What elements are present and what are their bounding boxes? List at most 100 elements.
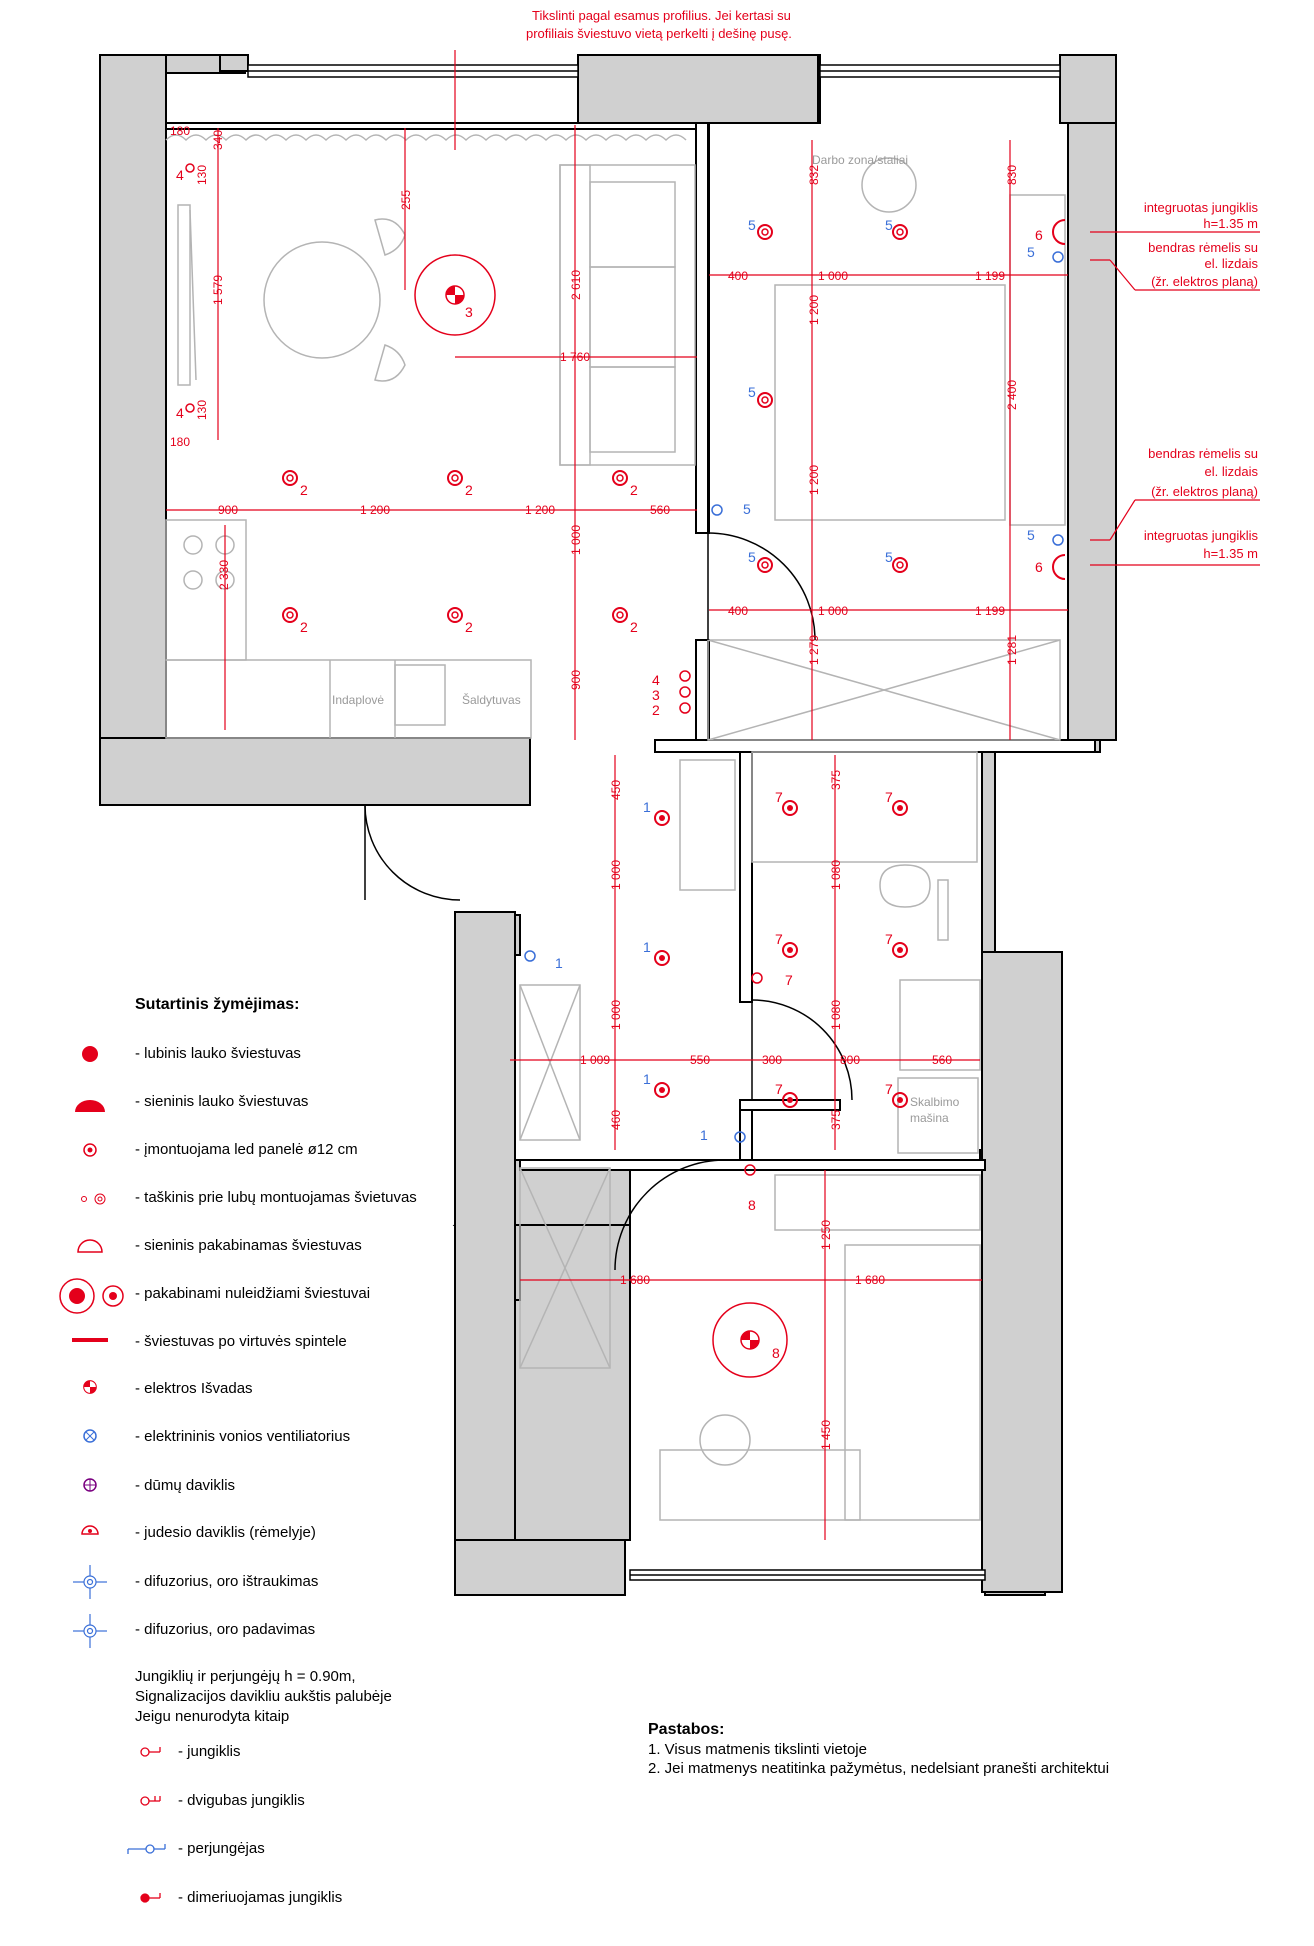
led-panel-icon — [83, 1143, 97, 1157]
note-line: el. lizdais — [1205, 256, 1259, 271]
fixture-number: 3 — [652, 687, 660, 703]
dim-label: 1 200 — [807, 295, 821, 325]
legend-item: - judesio daviklis (rėmelyje) — [135, 1524, 316, 1541]
double-switch-icon — [140, 1796, 161, 1806]
fixture-number: 1 — [700, 1127, 708, 1143]
legend-item: - lubinis lauko šviestuvas — [135, 1045, 301, 1062]
legend-item: - elektros Išvadas — [135, 1380, 253, 1397]
room-label: Darbo zona/staliai — [812, 153, 908, 167]
dim-label: 1 579 — [211, 275, 225, 305]
fixture-number: 2 — [652, 702, 660, 718]
fixture-number: 3 — [465, 304, 473, 320]
dim-label: 180 — [170, 124, 190, 138]
dim-label: 900 — [569, 670, 583, 690]
dim-label: 375 — [829, 1110, 843, 1130]
dim-label: 1 250 — [819, 1220, 833, 1250]
windows — [247, 64, 1061, 1581]
dim-label: 1 000 — [609, 860, 623, 890]
room-label: Skalbimo — [910, 1095, 960, 1109]
dim-label: 375 — [829, 770, 843, 790]
legend-item: - sieninis lauko šviestuvas — [135, 1093, 309, 1110]
fixture-number: 2 — [630, 619, 638, 635]
dim-label: 1 200 — [807, 465, 821, 495]
note-line: integruotas jungiklis — [1144, 200, 1259, 215]
changeover-switch-icon — [127, 1844, 166, 1854]
dim-label: 1 000 — [609, 1000, 623, 1030]
dim-label: 2 330 — [217, 560, 231, 590]
switch-icon — [140, 1747, 161, 1757]
switch-legend-item: - jungiklis — [178, 1743, 241, 1760]
fixture-numbers: 2 2 2 2 2 2 3 4 4 6 6 7 7 7 7 7 7 7 8 8 … — [176, 167, 1043, 1361]
dimmer-switch-icon — [140, 1893, 161, 1903]
fixture-number: 2 — [630, 482, 638, 498]
fixture-number: 7 — [775, 1081, 783, 1097]
switches — [524, 251, 1064, 1176]
switch-legend-item: - dvigubas jungiklis — [178, 1792, 305, 1809]
dim-label: 1 000 — [569, 525, 583, 555]
note-line: bendras rėmelis su — [1148, 446, 1258, 461]
fixture-number: 7 — [775, 931, 783, 947]
dim-label: 1 000 — [818, 604, 848, 618]
fixture-number: 2 — [465, 619, 473, 635]
dim-label: 1 760 — [560, 350, 590, 364]
fixture-number: 5 — [1027, 244, 1035, 260]
fixture-number: 5 — [885, 549, 893, 565]
room-label: Indaplovė — [332, 693, 384, 707]
fixture-number: 1 — [643, 799, 651, 815]
dim-label: 180 — [170, 435, 190, 449]
top-note: Tikslinti pagal esamus profilius. Jei ke… — [526, 8, 792, 41]
dining-table — [263, 241, 381, 359]
dim-label: 800 — [840, 1053, 860, 1067]
fixture-number: 1 — [643, 939, 651, 955]
legend-item: - difuzorius, oro padavimas — [135, 1621, 316, 1638]
fixture-number: 4 — [652, 672, 660, 688]
legend-item: - įmontuojama led panelė ø12 cm — [135, 1141, 358, 1158]
dim-label: 1 200 — [525, 503, 555, 517]
legend-item: - difuzorius, oro ištraukimas — [135, 1573, 319, 1590]
note-line: el. lizdais — [1205, 464, 1259, 479]
legend-item: - taškinis prie lubų montuojamas švietuv… — [135, 1189, 417, 1206]
dim-label: 900 — [218, 503, 238, 517]
legend-item: - dūmų daviklis — [135, 1477, 236, 1494]
fixture-number: 2 — [465, 482, 473, 498]
legend-item: - elektrininis vonios ventiliatorius — [135, 1428, 351, 1445]
dim-label: 1 200 — [360, 503, 390, 517]
fixture-number: 2 — [300, 619, 308, 635]
fixture-number: 5 — [748, 549, 756, 565]
dimension-labels: 900 1 200 1 200 560 1 760 2 610 1 579 25… — [170, 124, 1019, 1450]
fixture-number: 2 — [300, 482, 308, 498]
wall-outdoor-light-icon — [75, 1100, 105, 1112]
spot-light-icon — [81, 1193, 106, 1205]
partitions — [165, 122, 1096, 1171]
dim-label: 255 — [399, 190, 413, 210]
note-line: (žr. elektros planą) — [1151, 484, 1258, 499]
switch-legend-item: - perjungėjas — [178, 1840, 265, 1857]
dim-label: 1 199 — [975, 604, 1005, 618]
fixture-number: 4 — [176, 405, 184, 421]
dim-label: 1 199 — [975, 269, 1005, 283]
dim-label: 460 — [609, 1110, 623, 1130]
top-note-line: profiliais šviestuvo vietą perkelti į de… — [526, 26, 792, 41]
remark-item: 1. Visus matmenis tikslinti vietoje — [648, 1741, 867, 1758]
dim-label: 340 — [211, 130, 225, 150]
switch-legend-item: - dimeriuojamas jungiklis — [178, 1889, 343, 1906]
note-line: h=1.35 m — [1203, 216, 1258, 231]
legend-title: Sutartinis žymėjimas: — [135, 996, 300, 1013]
dim-label: 400 — [728, 269, 748, 283]
bath-fan-icon — [83, 1429, 97, 1443]
fixture-numbers-blue: 5 5 5 5 5 5 5 5 1 1 1 1 1 — [555, 217, 1035, 1143]
fixture-number: 4 — [176, 167, 184, 183]
dimension-lines — [166, 50, 1260, 1540]
dim-label: 130 — [195, 165, 209, 185]
room-labels: Darbo zona/staliai Indaplovė Šaldytuvas … — [332, 153, 960, 1125]
note-line: bendras rėmelis su — [1148, 240, 1258, 255]
wall-pendant-light-icon — [77, 1239, 103, 1253]
remark-item: 2. Jei matmenys neatitinka pažymėtus, ne… — [648, 1760, 1110, 1777]
dim-label: 560 — [932, 1053, 952, 1067]
dim-label: 830 — [1005, 165, 1019, 185]
fixture-number: 6 — [1035, 559, 1043, 575]
dim-label: 300 — [762, 1053, 782, 1067]
fixture-number: 5 — [748, 384, 756, 400]
dim-label: 1 080 — [829, 860, 843, 890]
remarks-title: Pastabos: — [648, 1721, 725, 1738]
